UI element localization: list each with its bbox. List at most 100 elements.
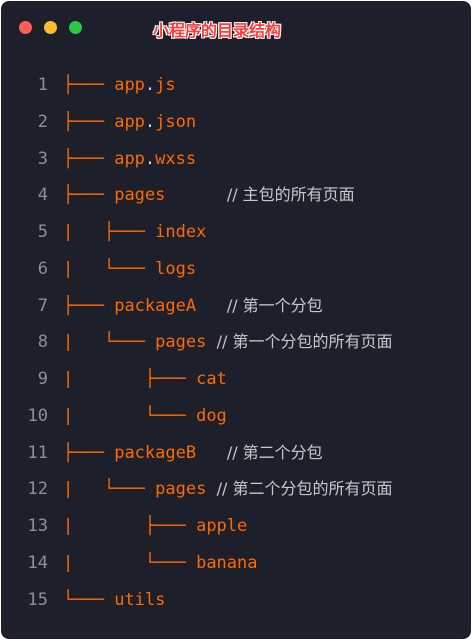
indent-space [104, 149, 114, 169]
code-line: 2 ├─── app.json [1, 104, 471, 141]
tree-branch: ├─── [63, 442, 104, 463]
code-line: 1 ├─── app.js [1, 67, 471, 104]
tree-entry: | └─── dog [63, 398, 227, 435]
line-number: 10 [27, 405, 48, 426]
line-number: 11 [27, 442, 48, 463]
tree-entry: | └─── logs [63, 251, 196, 288]
code-line: 7 ├─── packageA // 第一个分包 [1, 288, 471, 325]
tree-entry: ├─── app.wxss [63, 141, 196, 178]
line-number: 1 [37, 75, 48, 95]
line-number: 2 [37, 111, 48, 132]
tree-branch: | └─── [63, 258, 145, 279]
line-number: 6 [37, 258, 48, 279]
file-name: banana [196, 552, 258, 573]
tree-entry: | ├─── apple [63, 508, 247, 545]
tree-entry: | └─── banana [63, 545, 258, 582]
tree-branch: | └─── [63, 552, 186, 573]
file-name: pages [155, 332, 207, 353]
indent-space [186, 406, 196, 426]
comment-padding [206, 332, 216, 352]
code-line: 11 ├─── packageB // 第二个分包 [1, 435, 471, 472]
file-extension: wxss [155, 148, 197, 169]
tree-branch: | └─── [63, 405, 186, 426]
line-number: 9 [37, 369, 48, 389]
file-name: packageA [114, 295, 197, 316]
indent-space [145, 259, 155, 279]
code-comment: // 第二个分包 [226, 442, 323, 462]
file-name: app [114, 148, 145, 169]
file-name: logs [155, 258, 197, 279]
tree-entry: | └─── pages // 第二个分包的所有页面 [63, 471, 392, 508]
code-comment: // 第二个分包的所有页面 [216, 479, 393, 499]
file-extension: js [155, 75, 176, 95]
file-name: pages [155, 479, 207, 500]
indent-space [186, 553, 196, 573]
file-name: packageB [114, 442, 197, 463]
tree-entry: └─── utils [63, 582, 165, 619]
tree-branch: ├─── [63, 148, 104, 169]
file-name: index [155, 222, 207, 242]
code-line: 15└─── utils [1, 582, 471, 619]
code-line: 3├─── app.wxss [1, 141, 471, 178]
code-comment: // 第一个分包的所有页面 [216, 332, 393, 352]
maximize-window-button[interactable] [69, 21, 82, 34]
tree-entry: ├─── packageB // 第二个分包 [63, 435, 323, 472]
indent-space [104, 590, 114, 610]
file-name: dog [196, 405, 227, 426]
comment-padding [206, 479, 216, 499]
indent-space [104, 296, 114, 316]
code-line: 12 | └─── pages // 第二个分包的所有页面 [1, 471, 471, 508]
title-bar: 小程序的目录结构 [1, 1, 471, 57]
code-comment: // 主包的所有页面 [226, 185, 355, 205]
file-extension: json [155, 111, 197, 132]
tree-entry: ├─── packageA // 第一个分包 [63, 288, 323, 325]
tree-branch: └─── [63, 589, 104, 610]
file-name: apple [196, 516, 248, 536]
indent-space [104, 443, 114, 463]
tree-branch: | └─── [63, 479, 145, 500]
tree-entry: | ├─── index [63, 214, 206, 251]
tree-entry: | └─── pages // 第一个分包的所有页面 [63, 324, 392, 361]
tree-entry: ├─── app.js [63, 67, 176, 104]
indent-space [104, 112, 114, 132]
line-number: 14 [27, 552, 48, 573]
tree-entry: ├─── app.json [63, 104, 196, 141]
indent-space [145, 332, 155, 352]
tree-branch: | ├─── [63, 222, 145, 242]
line-number: 4 [37, 185, 48, 206]
line-number: 5 [37, 222, 48, 242]
file-name: utils [114, 589, 166, 610]
comment-padding [196, 443, 227, 463]
tree-branch: ├─── [63, 185, 104, 206]
indent-space [186, 369, 196, 389]
tree-entry: | ├─── cat [63, 361, 227, 398]
code-line: 10 | └─── dog [1, 398, 471, 435]
extension-dot: . [144, 148, 156, 169]
tree-branch: | └─── [63, 332, 145, 353]
indent-space [145, 222, 155, 242]
line-number: 13 [27, 516, 48, 536]
close-window-button[interactable] [19, 21, 32, 34]
code-line: 14 | └─── banana [1, 545, 471, 582]
minimize-window-button[interactable] [44, 21, 57, 34]
line-number: 7 [37, 295, 48, 316]
window-title: 小程序的目录结构 [153, 21, 282, 40]
line-number: 8 [37, 332, 48, 353]
tree-branch: ├─── [63, 295, 104, 316]
indent-space [145, 479, 155, 499]
indent-space [104, 185, 114, 205]
code-line: 8 | └─── pages // 第一个分包的所有页面 [1, 324, 471, 361]
code-line: 4 ├─── pages // 主包的所有页面 [1, 177, 471, 214]
code-line: 6 | └─── logs [1, 251, 471, 288]
tree-branch: ├─── [63, 111, 104, 132]
comment-padding [196, 296, 227, 316]
file-name: cat [196, 369, 227, 389]
code-comment: // 第一个分包 [226, 295, 323, 315]
file-name: pages [114, 185, 166, 206]
tree-branch: ├─── [63, 75, 104, 95]
line-number: 12 [27, 479, 48, 500]
tree-branch: | ├─── [63, 369, 186, 389]
comment-padding [165, 185, 226, 205]
